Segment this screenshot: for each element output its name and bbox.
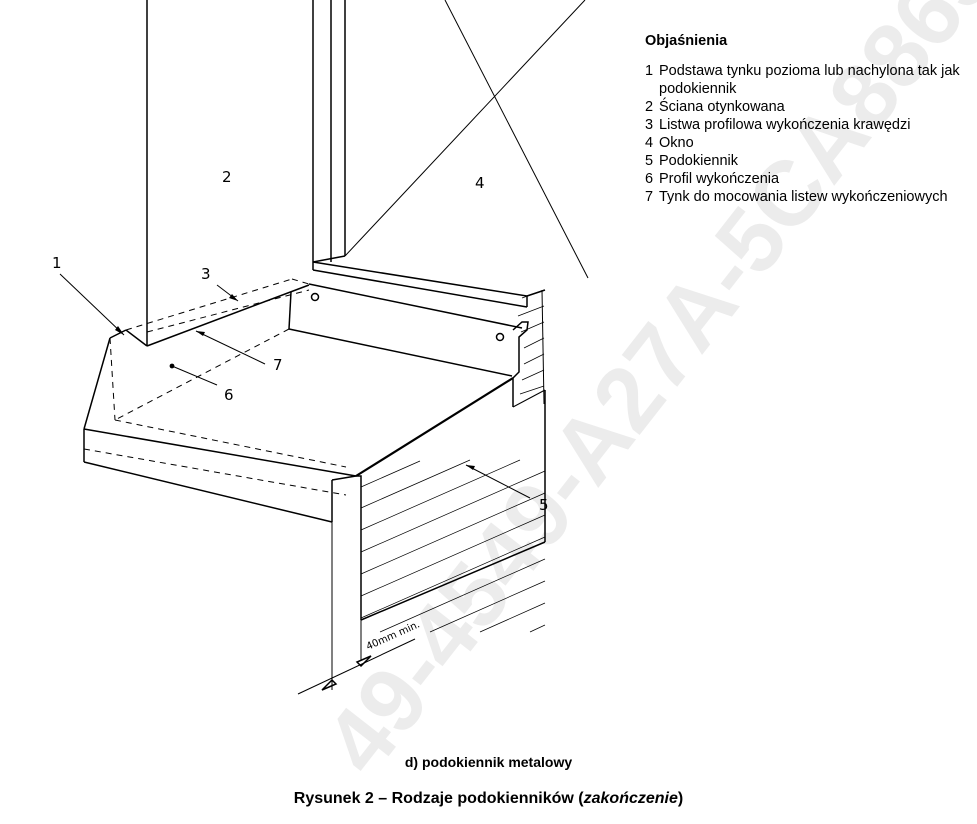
legend-title: Objaśnienia [645, 33, 728, 49]
sub-caption: d) podokiennik metalowy [404, 754, 573, 770]
legend-item: 2 Ściana otynkowana [645, 98, 975, 116]
callout-3: 3 [201, 265, 211, 283]
edge-profile [125, 278, 310, 347]
legend-item: 4 Okno [645, 134, 975, 152]
legend-item-text: Podokiennik [659, 153, 738, 169]
leader-lines [59, 273, 531, 499]
legend-item-text: Profil wykończenia [659, 171, 780, 187]
figure-caption: Rysunek 2 – Rodzaje podokienników (zakoń… [0, 790, 977, 808]
caption-suffix: ) [677, 790, 684, 807]
callout-1: 1 [52, 254, 62, 272]
callout-2: 2 [222, 168, 232, 186]
sill-body [83, 328, 546, 621]
legend-item: 3 Listwa profilowa wykończenia krawędzi [645, 116, 975, 134]
legend-item-text: Ściana otynkowana [659, 99, 785, 115]
legend-item-number: 3 [645, 117, 654, 133]
callout-7: 7 [273, 356, 283, 374]
legend-item-text: Okno [659, 135, 694, 151]
legend-item-text: Podstawa tynku pozioma lub nachylona tak… [659, 63, 960, 97]
leader-arrowheads [115, 294, 475, 470]
window-frame-bottom [288, 261, 546, 408]
legend: Objaśnienia 1 Podstawa tynku pozioma lub… [645, 32, 975, 206]
legend-item-number: 2 [645, 99, 654, 115]
legend-item: 5 Podokiennik [645, 152, 975, 170]
legend-item-number: 5 [645, 153, 654, 169]
legend-item-number: 1 [645, 63, 654, 79]
window-outline [312, 0, 589, 279]
caption-italic: zakończenie [583, 790, 678, 807]
callout-6: 6 [224, 386, 234, 404]
legend-item: 7 Tynk do mocowania listew wykończeniowy… [645, 188, 975, 206]
legend-item-number: 6 [645, 171, 654, 187]
legend-item-text: Listwa profilowa wykończenia krawędzi [659, 117, 911, 133]
legend-item-number: 4 [645, 135, 654, 151]
legend-item: 1 Podstawa tynku pozioma lub nachylona t… [645, 62, 975, 98]
wall-outline [146, 0, 314, 346]
legend-list: 1 Podstawa tynku pozioma lub nachylona t… [645, 62, 975, 206]
sill-hatching [360, 459, 546, 633]
caption-prefix: Rysunek 2 – Rodzaje podokienników ( [293, 790, 584, 807]
callout-5: 5 [539, 496, 549, 514]
legend-item-text: Tynk do mocowania listew wykończeniowych [659, 189, 948, 205]
legend-item-number: 7 [645, 189, 654, 205]
legend-item: 6 Profil wykończenia [645, 170, 975, 188]
callout-4: 4 [475, 174, 485, 192]
